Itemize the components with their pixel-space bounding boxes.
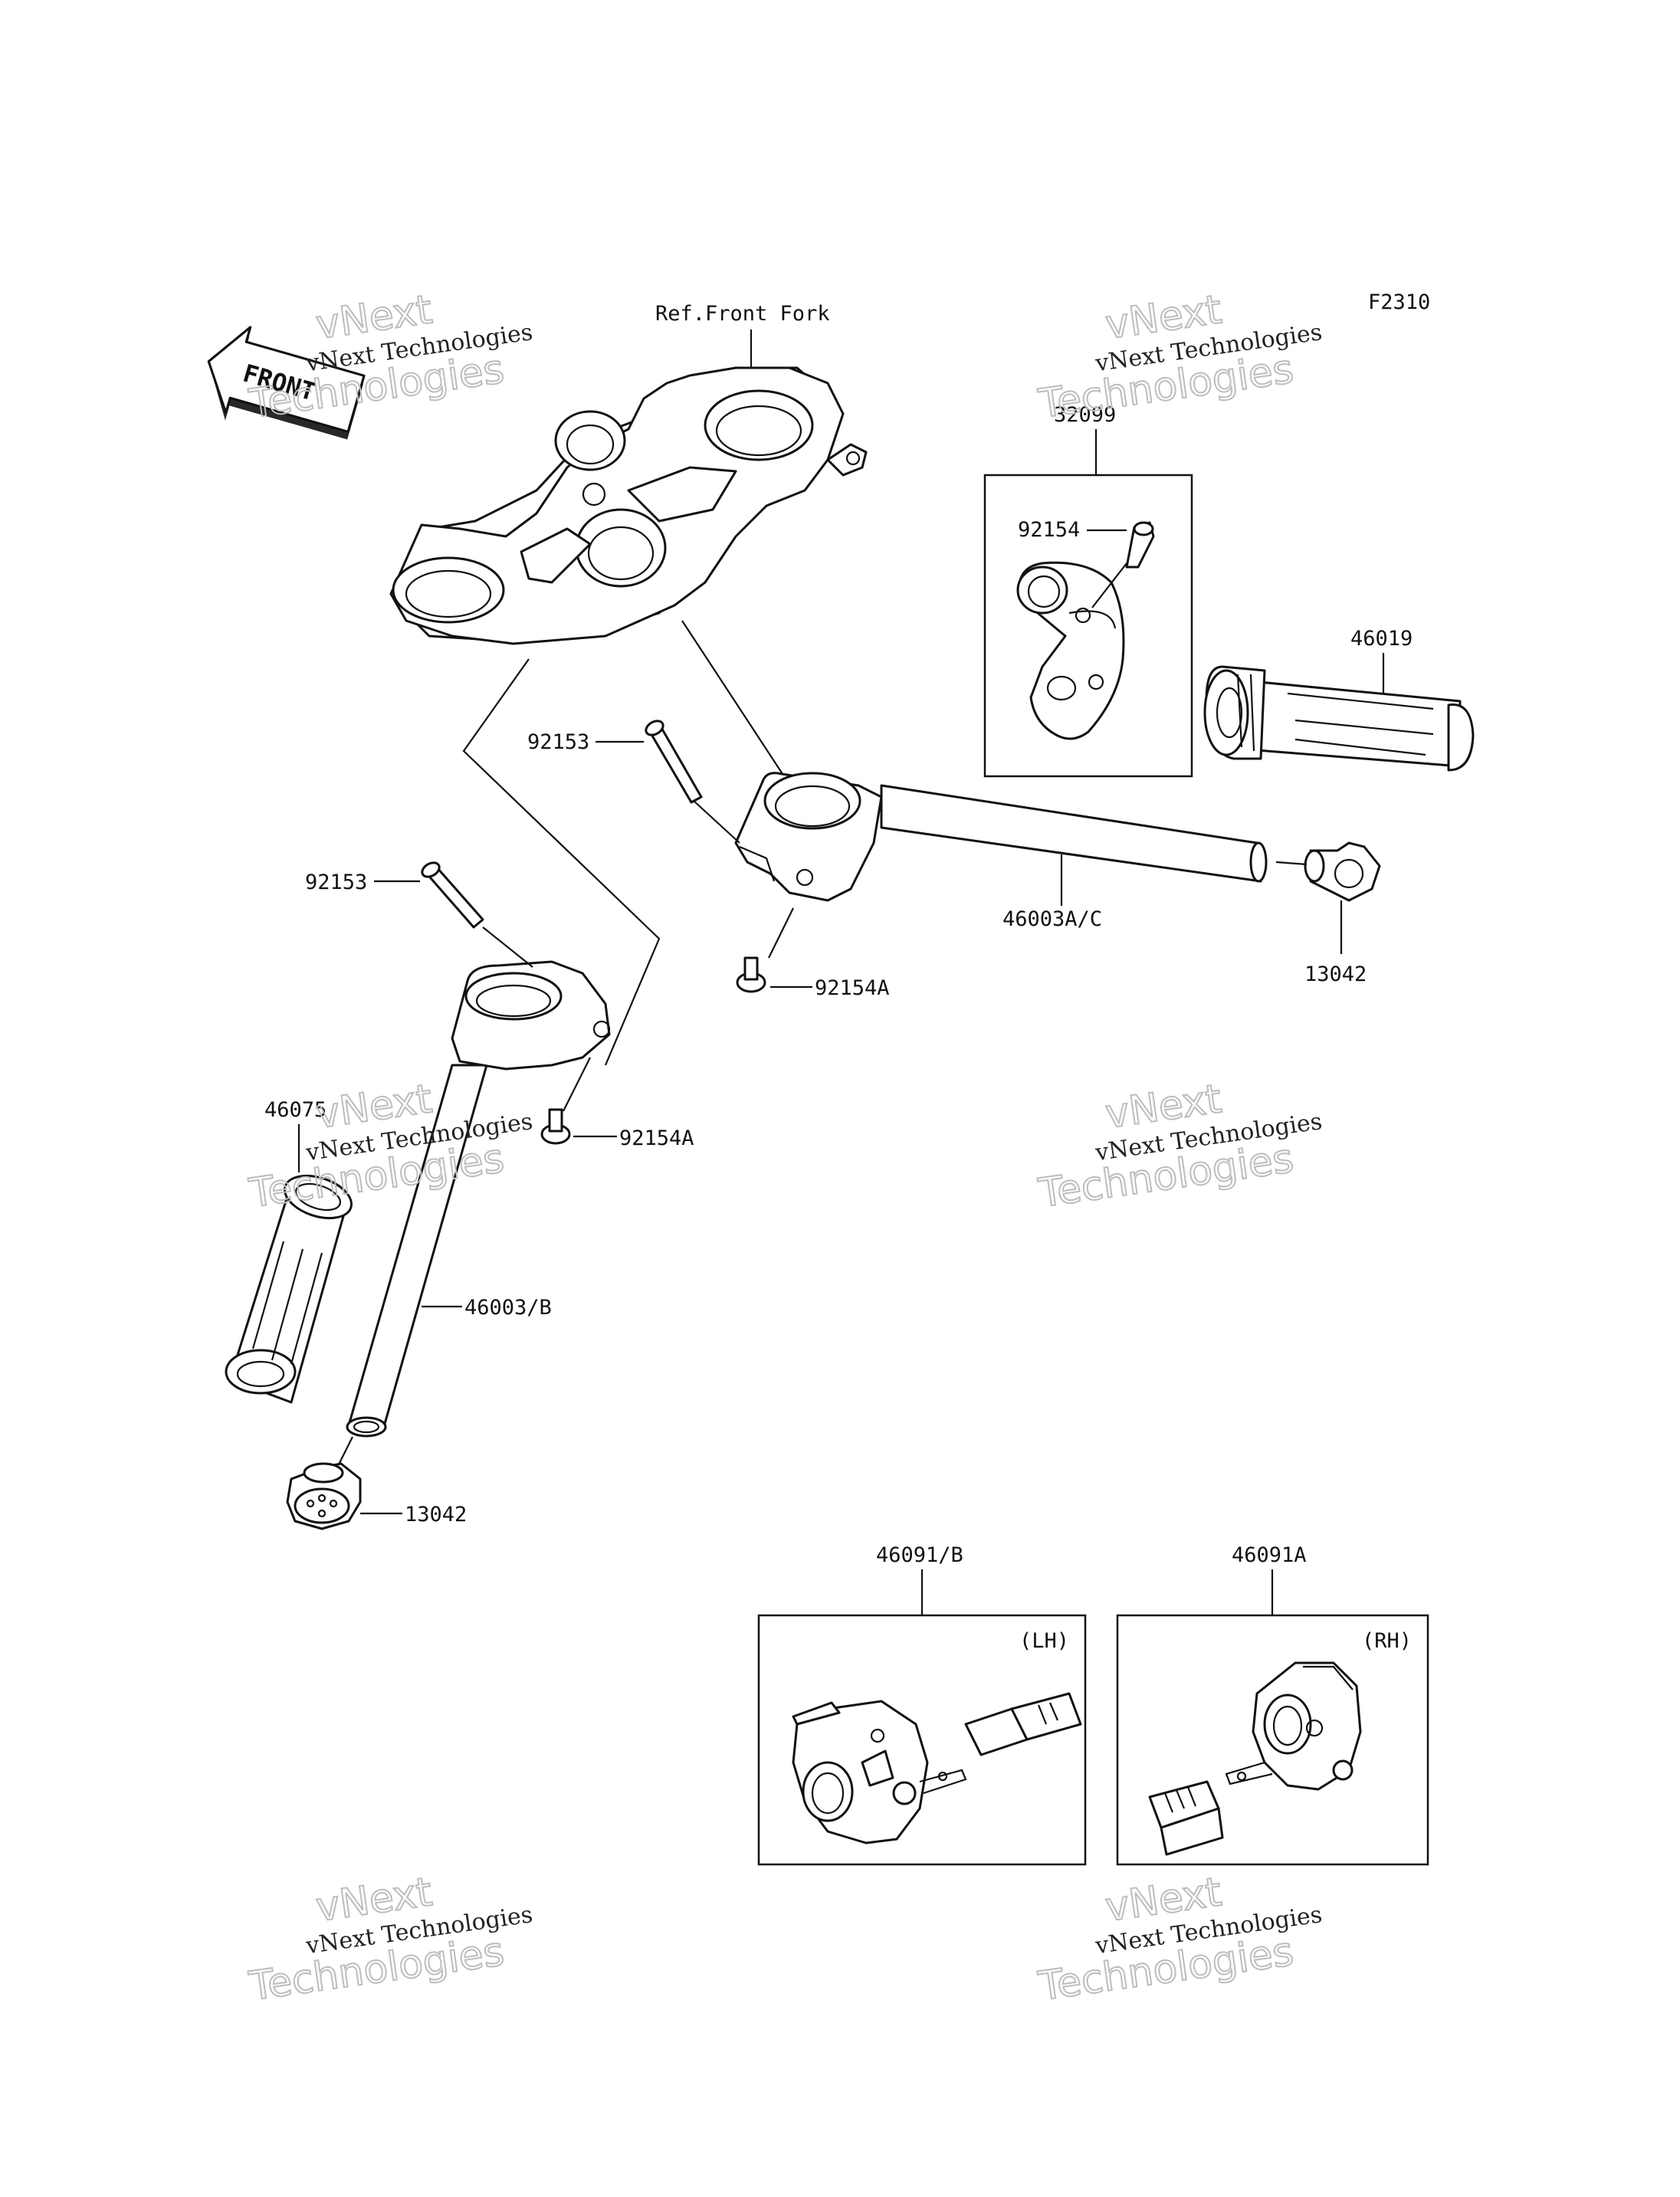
bar-end-13042-right (1304, 841, 1381, 902)
part-label-46019: 46019 (1350, 627, 1413, 651)
part-label-46091A: 46091A (1232, 1543, 1307, 1567)
part-label-92153-left: 92153 (305, 871, 367, 894)
front-arrow-icon: FRONT (207, 326, 366, 440)
lh-switch-assembly-46091B (792, 1692, 1082, 1844)
part-label-92154-top: 92154 (1018, 518, 1080, 542)
lh-tag: (LH) (1019, 1629, 1069, 1653)
left-grip-46075 (225, 1174, 353, 1404)
watermark-6: vNext vNext Technologies Technologies (1035, 1868, 1324, 2011)
upper-triple-clamp (389, 366, 868, 645)
bolt-92153-left (421, 861, 484, 929)
rh-switch-assembly-46091A (1148, 1661, 1362, 1856)
watermark-3: vNext vNext Technologies Technologies (245, 1075, 534, 1218)
bolt-92154A-right (736, 956, 766, 993)
part-label-92154A-right: 92154A (815, 976, 890, 1000)
part-label-46075: 46075 (264, 1098, 326, 1122)
part-label-13042-left: 13042 (405, 1503, 467, 1526)
rh-tag: (RH) (1362, 1629, 1412, 1653)
throttle-housing-32099 (1016, 521, 1155, 740)
rh-switch-box (1116, 1614, 1429, 1866)
throttle-housing-box (983, 474, 1193, 778)
part-label-32099: 32099 (1054, 403, 1116, 427)
ref-front-fork-label: Ref.Front Fork (655, 302, 830, 326)
bolt-92153-right (645, 720, 703, 804)
part-label-46003AC: 46003A/C (1002, 907, 1102, 931)
lh-switch-box (757, 1614, 1087, 1866)
part-label-46091B: 46091/B (876, 1543, 963, 1567)
right-grip-46019 (1203, 665, 1475, 772)
bar-end-13042-left (286, 1462, 362, 1530)
watermark-5: vNext vNext Technologies Technologies (245, 1868, 534, 2011)
watermark-1: vNext vNext Technologies Technologies (245, 286, 534, 428)
part-label-92153-right: 92153 (527, 730, 589, 754)
left-clip-on-handlebar (346, 960, 611, 1438)
watermark-4: vNext vNext Technologies Technologies (1035, 1075, 1324, 1218)
part-label-13042-right: 13042 (1304, 962, 1367, 986)
right-clip-on-handlebar (734, 772, 1268, 902)
diagram-code: F2310 (1368, 290, 1430, 314)
part-label-92154A-left: 92154A (619, 1126, 694, 1150)
part-label-46003B: 46003/B (464, 1296, 552, 1320)
watermark-2: vNext vNext Technologies Technologies (1035, 286, 1324, 428)
bolt-92154A-left (540, 1108, 571, 1145)
